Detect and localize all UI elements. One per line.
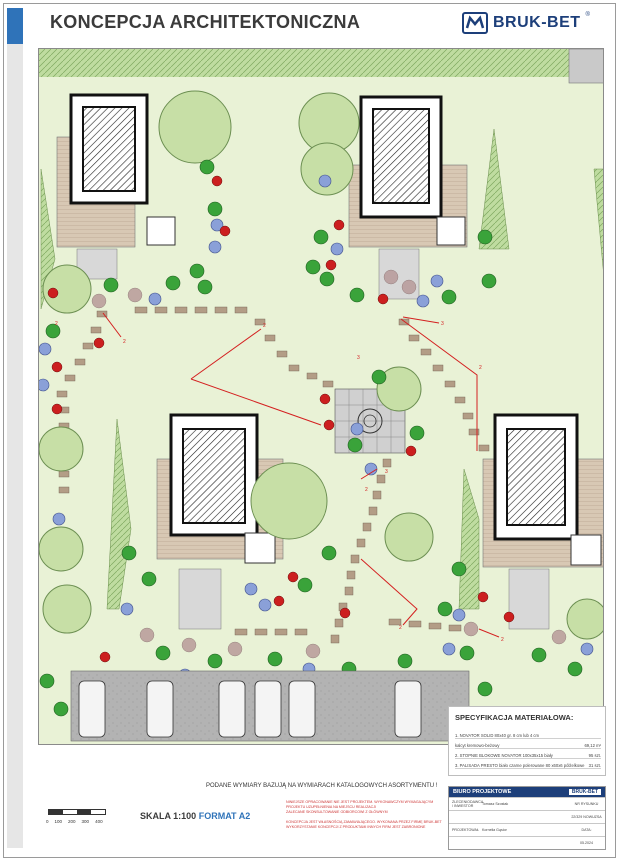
- callout-label: 2: [479, 365, 482, 371]
- office-brand: BRUK-BET: [568, 789, 601, 795]
- title-block-header: BIURO PROJEKTOWE BRUK-BET: [449, 787, 605, 797]
- title-block-row: 22/329 NOWUZSA: [449, 810, 605, 823]
- scale-number: 0: [46, 819, 49, 824]
- house-top-left: [56, 93, 176, 280]
- scale-number: 400: [95, 819, 103, 824]
- callout-labels: 2 2 3 3 2 2 3 2 2 2: [55, 321, 504, 643]
- spec-row: 2. STOPNIE BLOKOWE NOVATOR 100x35x15 bia…: [455, 753, 601, 759]
- legal-line: NINIEJSZE OPRACOWANIE NIE JEST PROJEKTEM…: [286, 800, 434, 804]
- brand-mark-icon: [462, 12, 488, 34]
- scale-value: SKALA 1:100: [140, 811, 197, 821]
- dimensions-note: PODANE WYMIARY BAZUJĄ NA WYMIARACH KATAL…: [206, 783, 438, 789]
- legal-notes: NINIEJSZE OPRACOWANIE NIE JEST PROJEKTEM…: [286, 800, 444, 830]
- title-block-row: ZLECENIODAWCA / INWESTOR Tomasz Szostak …: [449, 797, 605, 810]
- top-hedge: [39, 49, 603, 77]
- title-block-value: Tomasz Szostak: [482, 802, 509, 806]
- scale-numbers: 0 100 200 300 400: [46, 819, 103, 824]
- callout-label: 3: [441, 321, 444, 327]
- spec-row: 3. PALISADA PRESTO biało czarne polerowa…: [455, 763, 601, 769]
- scale-bar: [48, 809, 106, 815]
- spec-title: SPECYFIKACJA MATERIAŁOWA:: [455, 713, 574, 722]
- spec-row-value: 31 szt.: [588, 763, 601, 768]
- spec-row-label: 1. NOVATOR SOLID 80x40 gr. 8 cm lub 4 cm: [455, 733, 540, 738]
- right-hedge: [593, 168, 603, 270]
- scale-number: 300: [81, 819, 90, 824]
- sheet-format: FORMAT A2: [198, 811, 251, 821]
- callout-label: 2: [123, 339, 126, 345]
- title-block-meta: DATA:: [581, 828, 592, 832]
- conifer-hedge: [106, 418, 132, 610]
- page-title: KONCEPCJA ARCHITEKTONICZNA: [50, 12, 361, 32]
- accent-blue-block: [7, 8, 23, 44]
- scale-label: SKALA 1:100 FORMAT A2: [140, 811, 250, 821]
- conifer-hedge: [478, 128, 510, 250]
- title-block: BIURO PROJEKTOWE BRUK-BET ZLECENIODAWCA …: [448, 786, 606, 850]
- title-block-meta: NR RYSUNKU: [574, 802, 599, 806]
- brand-logo: BRUK-BET ®: [462, 12, 590, 34]
- title-block-row: 05.2024: [449, 836, 605, 849]
- legal-line: PROJEKTU UZUPEŁNIENIA NA MIEJSCU REALIZA…: [286, 805, 377, 809]
- spec-row-label: 2. STOPNIE BLOKOWE NOVATOR 100x35x15 bia…: [455, 753, 553, 758]
- title-block-meta: 05.2024: [580, 841, 593, 845]
- spec-row-label: 3. PALISADA PRESTO biało czarne polerowa…: [455, 763, 585, 768]
- spec-row-label: kalcyt kremowo-beżowy: [455, 743, 500, 748]
- callout-label: 3: [357, 355, 360, 361]
- top-right-paving: [568, 49, 603, 84]
- callout-label: 3: [385, 469, 388, 475]
- brand-name: BRUK-BET: [493, 14, 581, 31]
- stepping-stone-paths: [56, 306, 490, 644]
- trees: [39, 90, 603, 640]
- callout-label: 2: [365, 487, 368, 493]
- scale-number: 200: [68, 819, 76, 824]
- side-accent-strip: [7, 8, 23, 848]
- dimension-lines: [102, 312, 500, 638]
- title-block-key: PROJEKTOWAŁ: [452, 828, 479, 832]
- house-bottom-right: [482, 413, 603, 630]
- title-block-key: ZLECENIODAWCA / INWESTOR: [452, 800, 484, 808]
- legal-line: KONCEPCJA JEST WŁASNOŚCIĄ ZAMAWIAJĄCEGO.…: [286, 820, 442, 824]
- legal-line: WYKORZYSTANIE KONCEPCJI Z PRODUKTAMI INN…: [286, 825, 426, 829]
- scale-block: 0 100 200 300 400 SKALA 1:100 FORMAT A2: [40, 795, 280, 849]
- site-plan-drawing: 2 2 3 3 2 2 3 2 2 2: [39, 49, 603, 742]
- title-block-grid: ZLECENIODAWCA / INWESTOR Tomasz Szostak …: [449, 797, 605, 849]
- callout-label: 2: [501, 637, 504, 643]
- spec-row-value: 69,12 m²: [584, 743, 601, 748]
- title-block-meta: 22/329 NOWUZSA: [571, 815, 602, 819]
- house-top-right: [348, 95, 468, 300]
- scale-number: 100: [54, 819, 63, 824]
- spec-row: 1. NOVATOR SOLID 80x40 gr. 8 cm lub 4 cm: [455, 733, 601, 739]
- title-block-row: PROJEKTOWAŁ Kornelia Gąsior DATA:: [449, 823, 605, 836]
- conifer-hedge: [458, 468, 480, 610]
- registered-mark: ®: [585, 12, 590, 18]
- site-plan: 2 2 3 3 2 2 3 2 2 2: [38, 48, 604, 745]
- legal-line: ZALECANE SKONSULTOWANIE ODBIORCOWI Z GŁÓ…: [286, 810, 388, 814]
- office-name: BIURO PROJEKTOWE: [453, 789, 512, 795]
- sheet-frame: [3, 3, 616, 858]
- spec-row-value: 95 szt.: [588, 753, 601, 758]
- callout-label: 2: [399, 625, 402, 631]
- title-block-value: Kornelia Gąsior: [482, 828, 507, 832]
- callout-label: 2: [55, 321, 58, 327]
- callout-label: 2: [263, 323, 266, 329]
- parking-area: [70, 670, 470, 742]
- spec-row: kalcyt kremowo-beżowy 69,12 m²: [455, 743, 601, 749]
- material-specification: SPECYFIKACJA MATERIAŁOWA: 1. NOVATOR SOL…: [448, 706, 606, 776]
